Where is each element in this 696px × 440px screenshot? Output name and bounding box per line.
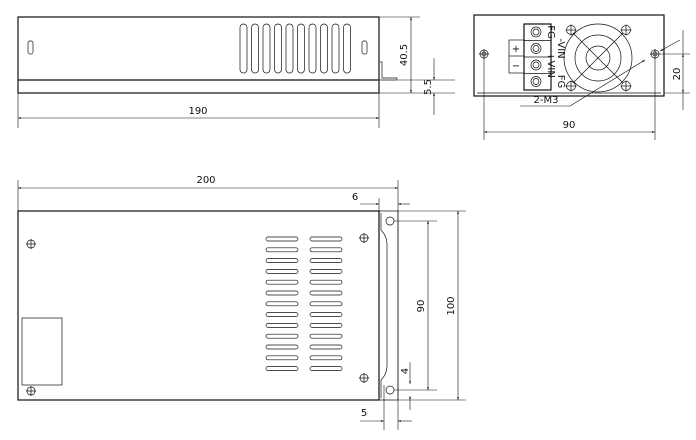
vent-slot [309, 236, 343, 242]
vent-slot [309, 269, 343, 274]
terminal-3: FG [524, 73, 566, 89]
dim-top-depth: 100 [446, 296, 457, 315]
vent-slot [309, 279, 343, 285]
vent-slot [309, 247, 343, 253]
vent-slot [265, 355, 299, 361]
vent-slot [265, 366, 299, 371]
top-view: 200 6 90 100 4 5 [17, 175, 466, 430]
vent-slot [309, 323, 343, 328]
side-vents [239, 23, 351, 74]
dim-bracket-hole-edge: 5 [361, 408, 367, 419]
terminal-0: FG [524, 23, 556, 39]
side-view: 40.5 5.5 190 [17, 16, 455, 128]
vent-slot [309, 344, 343, 350]
vent-slot [265, 312, 299, 317]
dim-bracket-hole-offset: 4 [400, 368, 411, 374]
vent-slot [308, 23, 317, 74]
screw-hole-icon [359, 233, 369, 243]
vent-slot [262, 23, 271, 74]
terminal-label: +VIN [545, 52, 556, 78]
terminal-label: FG [555, 75, 566, 89]
dim-bracket-width: 6 [352, 192, 358, 203]
vent-slot [285, 23, 294, 74]
vent-slot [265, 269, 299, 274]
dim-top-length: 200 [196, 175, 215, 186]
vent-slot [265, 247, 299, 253]
vent-slot [309, 312, 343, 317]
vent-slot [343, 23, 351, 74]
vent-slot [265, 333, 299, 339]
vent-slot [309, 290, 343, 296]
vent-slot [265, 344, 299, 350]
screw-hole-icon [565, 24, 577, 36]
vent-slot [265, 236, 299, 242]
top-vents [265, 236, 343, 371]
dim-front-spacing: 90 [563, 120, 576, 131]
dim-side-base: 5.5 [423, 79, 434, 95]
terminal-label: -VIN [555, 38, 566, 58]
terminal-label: FG [545, 25, 556, 39]
vent-slot [274, 23, 282, 74]
terminal-1: -VIN [524, 38, 566, 59]
screw-hole-icon [650, 49, 660, 59]
vent-slot [239, 23, 248, 74]
vent-slot [309, 355, 343, 361]
vent-slot [251, 23, 259, 74]
vent-slot [309, 366, 343, 371]
terminal-2: +VIN [524, 52, 556, 78]
plus-label: + [512, 44, 520, 55]
screw-hole-icon [620, 24, 632, 36]
vent-slot [265, 258, 299, 263]
vent-slot [297, 23, 305, 74]
screw-hole-icon [620, 80, 632, 92]
vent-slot [309, 333, 343, 339]
screw-hole-icon [26, 386, 36, 396]
vent-slot [320, 23, 328, 74]
screw-hole-icon [26, 239, 36, 249]
dim-bracket-hole-spacing: 90 [416, 300, 427, 313]
dim-side-height: 40.5 [399, 44, 410, 66]
vent-slot [265, 290, 299, 296]
screw-hole-icon [565, 80, 577, 92]
vent-slot [265, 279, 299, 285]
dim-front-height: 20 [672, 68, 683, 81]
fan [563, 23, 633, 93]
screw-label: 2-M3 [534, 95, 559, 106]
screw-hole-icon [479, 49, 489, 59]
screw-hole-icon [359, 373, 369, 383]
minus-label: − [512, 61, 520, 72]
vent-slot [265, 301, 299, 307]
vent-slot [331, 23, 340, 74]
vent-slot [309, 258, 343, 263]
dim-side-length: 190 [188, 106, 207, 117]
vent-slot [265, 323, 299, 328]
vent-slot [309, 301, 343, 307]
